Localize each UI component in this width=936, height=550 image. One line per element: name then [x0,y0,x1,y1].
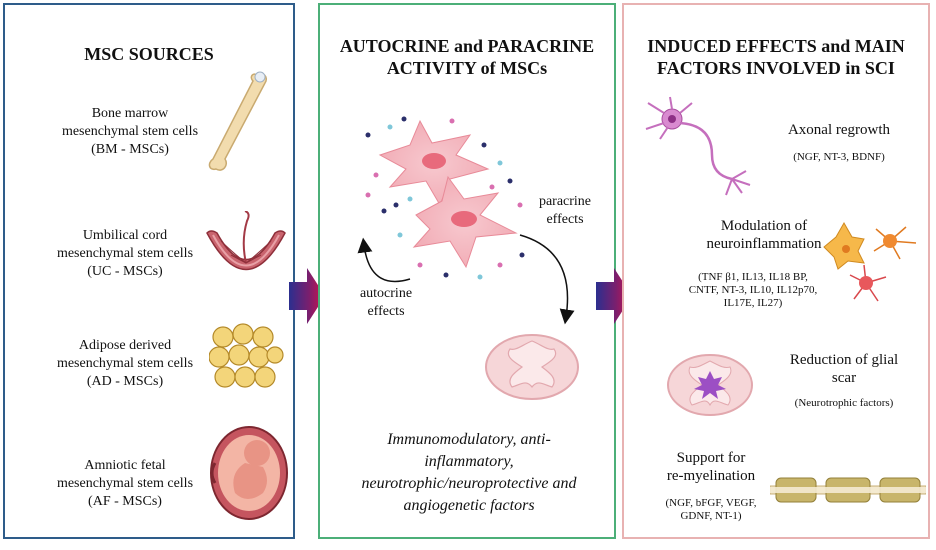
bone-icon [208,71,268,171]
activity-title-line1: AUTOCRINE and PARACRINE [339,36,595,56]
spinal-cord-icon [485,334,579,400]
source-af-line2: mesenchymal stem cells [56,476,194,491]
source-bm-line2: mesenchymal stem cells [61,124,199,139]
source-uc-line1: Umbilical cord [82,228,168,243]
autocrine-label: autocrine effects [346,285,426,321]
source-uc-line3: (UC - MSCs) [87,264,163,279]
neuroinflammation-factors-line1: (TNF β1, IL13, IL18 BP, [698,271,808,283]
source-uc: Umbilical cord mesenchymal stem cells (U… [35,227,215,281]
factors-line4: angiogenetic factors [403,497,535,514]
remyelination-factors-line1: (NGF, bFGF, VEGF, [665,497,757,509]
paracrine-line1: paracrine [538,194,592,209]
effect-neuroinflammation-label: Modulation of neuroinflammation [674,217,854,253]
remyelination-line2: re-myelination [666,468,756,484]
neuroinflammation-line1: Modulation of [720,218,808,234]
activity-title-line2: ACTIVITY of MSCs [386,58,548,78]
msc-sources-title: MSC SOURCES [84,44,214,64]
secreted-factors [365,116,525,280]
autocrine-line2: effects [367,304,405,319]
effect-remyelination-label: Support for re-myelination [636,449,786,485]
effects-title: INDUCED EFFECTS and MAIN FACTORS INVOLVE… [624,35,928,79]
adipose-icon [209,323,284,388]
effect-glial-scar-factors: (Neurotrophic factors) [794,397,894,409]
msc-sources-panel: MSC SOURCES Bone marrow mesenchymal stem… [3,3,295,539]
neuroinflammation-factors-line3: IL17E, IL27) [723,297,783,309]
effect-neuroinflammation-factors: (TNF β1, IL13, IL18 BP, CNTF, NT-3, IL10… [658,271,848,310]
source-af: Amniotic fetal mesenchymal stem cells (A… [35,457,215,511]
effects-title-line1: INDUCED EFFECTS and MAIN [647,36,905,56]
arrow-sources-to-activity [289,268,325,324]
factors-line1: Immunomodulatory, anti- [387,431,551,448]
glial-scar-line1: Reduction of glial [789,352,899,368]
glial-scar-line2: scar [831,370,857,386]
autocrine-arrow [357,237,411,283]
source-af-line3: (AF - MSCs) [88,494,162,509]
autocrine-line1: autocrine [359,286,413,301]
factors-line3: neurotrophic/neuroprotective and [361,475,577,492]
umbilical-cord-icon [206,211,286,271]
source-ad-line1: Adipose derived [78,338,172,353]
neuroinflammation-line2: neuroinflammation [706,236,822,252]
source-af-line1: Amniotic fetal [84,458,166,473]
msc-cells-illustration [365,116,525,280]
effect-axonal-factors: (NGF, NT-3, BDNF) [793,151,885,163]
glial-cells-icon [823,221,917,302]
factors-line2: inflammatory, [424,453,514,470]
myelin-icon [770,477,926,503]
source-ad-line2: mesenchymal stem cells [56,356,194,371]
remyelination-line1: Support for [676,450,746,466]
remyelination-factors-line2: GDNF, NT-1) [680,510,742,522]
source-bm: Bone marrow mesenchymal stem cells (BM -… [45,105,215,159]
source-bm-line3: (BM - MSCs) [91,142,169,157]
effect-glial-scar-label: Reduction of glial scar [764,351,924,387]
neuroinflammation-factors-line2: CNTF, NT-3, IL10, IL12p70, [688,284,818,296]
effect-axonal-label: Axonal regrowth [787,122,891,138]
effects-title-line2: FACTORS INVOLVED in SCI [657,58,895,78]
factors-text: Immunomodulatory, anti- inflammatory, ne… [340,429,598,517]
activity-title: AUTOCRINE and PARACRINE ACTIVITY of MSCs [320,35,614,79]
neuron-icon [645,96,751,196]
msc-activity-panel: AUTOCRINE and PARACRINE ACTIVITY of MSCs… [318,3,616,539]
source-uc-line2: mesenchymal stem cells [56,246,194,261]
effect-remyelination-factors: (NGF, bFGF, VEGF, GDNF, NT-1) [636,497,786,523]
spinal-cord-scar-icon [667,354,753,416]
source-ad: Adipose derived mesenchymal stem cells (… [35,337,215,391]
source-ad-line3: (AD - MSCs) [86,374,164,389]
paracrine-line2: effects [546,212,584,227]
paracrine-label: paracrine effects [525,193,605,229]
induced-effects-panel: INDUCED EFFECTS and MAIN FACTORS INVOLVE… [622,3,930,539]
fetus-icon [210,426,288,520]
paracrine-arrow [519,234,575,325]
source-bm-line1: Bone marrow [91,106,169,121]
